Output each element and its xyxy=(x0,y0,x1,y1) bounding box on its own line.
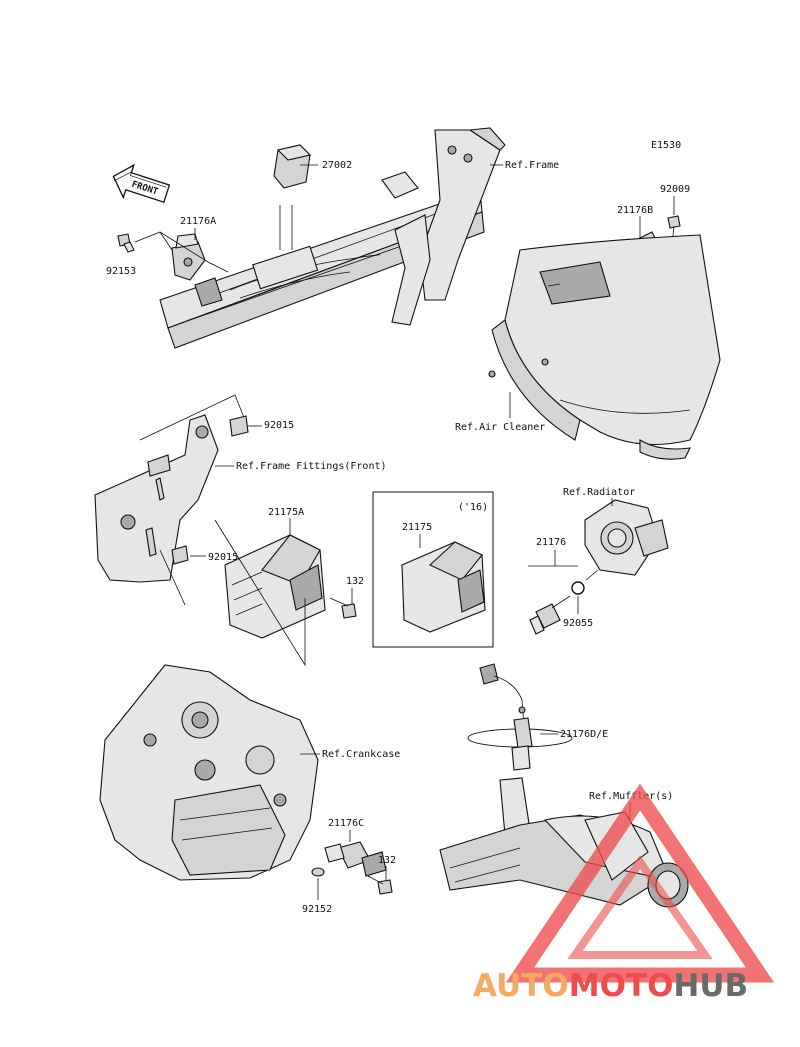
clip-92015-a xyxy=(229,415,249,437)
ecu-21175A xyxy=(224,534,326,639)
radiator-housing xyxy=(584,499,669,576)
watermark-moto: MOTO xyxy=(569,968,674,1004)
svg-text:AUTOMOTOHUB: AUTOMOTOHUB xyxy=(473,968,748,1004)
bolt-132-a xyxy=(329,597,357,619)
variant-box xyxy=(372,491,494,648)
sensor-21176 xyxy=(529,595,571,635)
relay-27002 xyxy=(273,144,318,250)
label-21176B: 21176B xyxy=(617,205,653,216)
label-132-b: 132 xyxy=(378,855,396,866)
label-ref-frame: Ref.Frame xyxy=(505,160,559,171)
label-21176DE: 21176D/E xyxy=(560,729,608,740)
label-ref-frame-fittings: Ref.Frame Fittings(Front) xyxy=(236,461,387,472)
label-ref-air-cleaner: Ref.Air Cleaner xyxy=(455,422,545,433)
label-year-variant: ('16) xyxy=(458,502,488,513)
label-92153: 92153 xyxy=(106,266,136,277)
crankcase xyxy=(99,664,319,881)
front-arrow-icon: FRONT xyxy=(112,163,171,204)
label-21175A: 21175A xyxy=(268,507,304,518)
label-92015-b: 92015 xyxy=(208,552,238,563)
washer-92152 xyxy=(311,867,325,877)
diagram-code: E1530 xyxy=(651,140,681,151)
sensor-21176A xyxy=(171,233,206,281)
frame-assembly xyxy=(159,127,506,349)
air-cleaner xyxy=(488,234,721,460)
label-ref-radiator: Ref.Radiator xyxy=(563,487,635,498)
label-92009: 92009 xyxy=(660,184,690,195)
watermark-triangle-icon xyxy=(505,783,775,983)
frame-fittings xyxy=(94,394,246,606)
bolt-132-b xyxy=(367,875,393,895)
label-132-a: 132 xyxy=(346,576,364,587)
label-ref-crankcase: Ref.Crankcase xyxy=(322,749,400,760)
washer-92055 xyxy=(571,581,585,595)
label-21176: 21176 xyxy=(536,537,566,548)
clip-92015-b xyxy=(171,545,189,565)
watermark-hub: HUB xyxy=(673,968,748,1004)
label-21175: 21175 xyxy=(402,522,432,533)
o2-sensor-21176DE xyxy=(467,663,573,771)
label-27002: 27002 xyxy=(322,160,352,171)
label-21176A: 21176A xyxy=(180,216,216,227)
sensor-21176C xyxy=(324,841,387,877)
bolt-92153 xyxy=(117,233,135,253)
bolt-92009 xyxy=(667,215,681,246)
watermark-logo: AUTOMOTOHUB xyxy=(473,783,775,1004)
label-92015-a: 92015 xyxy=(264,420,294,431)
label-92055: 92055 xyxy=(563,618,593,629)
label-ref-muffler: Ref.Muffler(s) xyxy=(589,791,673,802)
watermark-auto: AUTO xyxy=(473,968,569,1004)
label-21176C: 21176C xyxy=(328,818,364,829)
ecu-21175 xyxy=(401,541,486,633)
label-92152: 92152 xyxy=(302,904,332,915)
